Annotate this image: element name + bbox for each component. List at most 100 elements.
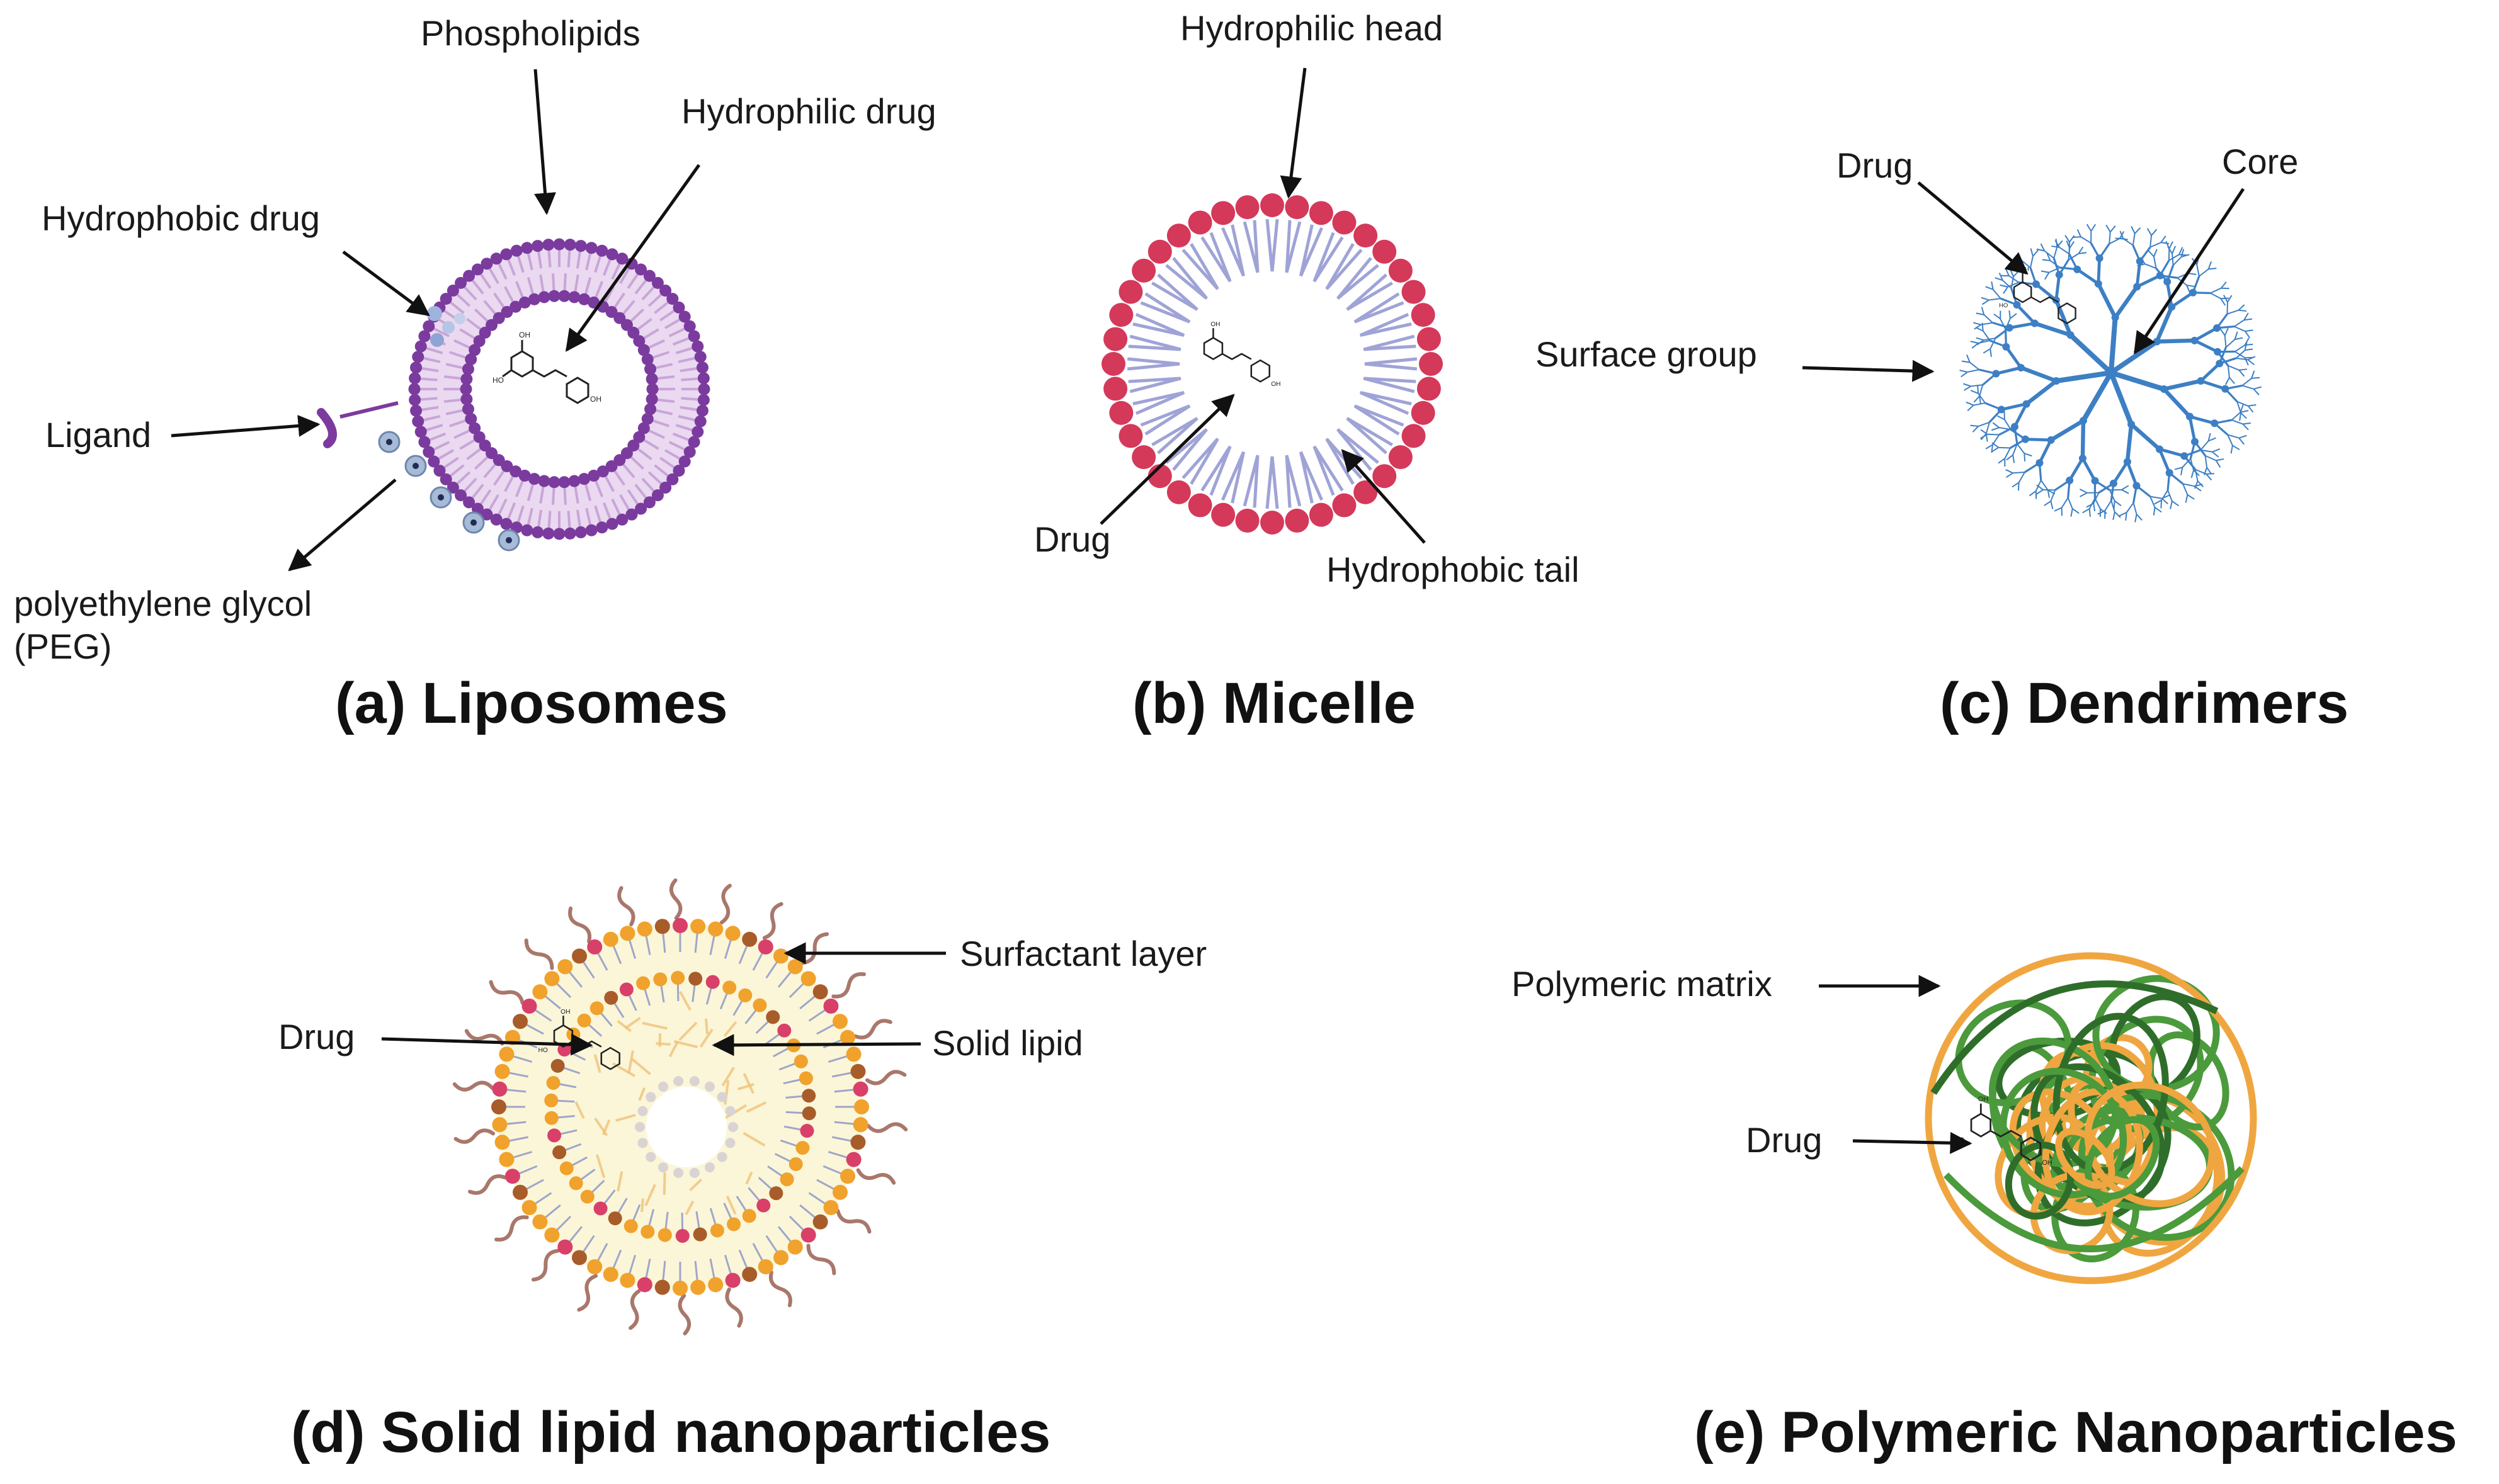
lipid-head [409, 394, 421, 406]
dendrimer-branch [2225, 377, 2230, 385]
hydrophobic-tail [1312, 232, 1344, 283]
dendrimer-branch [2044, 272, 2050, 280]
dendrimer-branch [2000, 284, 2008, 288]
dendrimer-branch [2054, 299, 2073, 336]
hydrophobic-tail [1128, 334, 1181, 351]
dendrimer-branch [1989, 339, 2007, 348]
dendrimer-branch [2194, 485, 2202, 492]
dendrimer-branch [2012, 482, 2020, 488]
dendrimer-branch [1970, 341, 1979, 344]
void-lining-bead [717, 1152, 727, 1162]
dendrimer-branch [2207, 261, 2212, 269]
dendrimer-branch [1972, 426, 1979, 433]
dendrimer-branch [2185, 494, 2189, 503]
dendrimer-branch [2114, 511, 2121, 518]
dendrimer-branch [2155, 268, 2168, 283]
dendrimer-branch [2178, 247, 2183, 255]
dendrimer-branch [1959, 370, 1968, 373]
lipid-crystal [689, 1178, 702, 1192]
dendrimer-branch [2160, 235, 2166, 243]
dendrimer-branch [2030, 248, 2034, 257]
dendrimer-branch [2044, 501, 2051, 506]
dendrimer-branch [2008, 310, 2011, 319]
hydrophobic-tail [1353, 292, 1404, 324]
lipid-head [623, 1219, 638, 1233]
dendrimer-branch [2214, 422, 2229, 436]
dendrimer-branch [2005, 469, 2013, 474]
lipid-crystal [627, 1050, 634, 1073]
lipid-head [722, 980, 737, 995]
lipid-head [673, 301, 685, 314]
dendrimer-branch [2159, 448, 2185, 458]
surfactant-head [513, 1014, 528, 1029]
dendrimer-branch [2231, 411, 2241, 421]
hydrophilic-head-bead [1101, 352, 1125, 376]
lipid-head [585, 524, 598, 536]
surfactant-head [544, 971, 560, 987]
dendrimer-branch [2239, 412, 2242, 421]
dendrimer-branch [2136, 514, 2143, 521]
hydrophobic-tail [1265, 218, 1279, 272]
hydrophobic-tail [1359, 313, 1412, 337]
dendrimer-branch [2109, 339, 2158, 375]
dendrimer-branch [2149, 235, 2153, 247]
dendrimer-branch [2172, 253, 2174, 266]
lipid-head [608, 1211, 622, 1226]
lipid-head [409, 372, 421, 385]
dendrimer-branch [2068, 333, 2113, 375]
dendrimer-branch [2167, 246, 2173, 254]
dendrimer-branch [2049, 267, 2061, 273]
dendrimer-branch [2241, 378, 2252, 387]
surfactant-head [532, 1214, 548, 1230]
dendrimer-branch [2238, 438, 2245, 445]
dendrimer-branch [2188, 273, 2197, 275]
lipid-head [548, 290, 561, 302]
lipid-head [440, 293, 452, 305]
peg-chain [453, 1128, 496, 1144]
dendrimer-branch [2008, 275, 2020, 283]
lipid-crystal [574, 1101, 585, 1119]
dendrimer-branch [1972, 322, 1981, 326]
lipid-head [596, 465, 609, 478]
dendrimer-branch [2132, 233, 2136, 246]
void-lining-bead [646, 1152, 656, 1162]
dendrimer-branch [2206, 473, 2214, 475]
void-lining-bead [673, 1076, 684, 1087]
dendrimer-branch [2004, 448, 2011, 459]
lipid-crystal [668, 1040, 680, 1058]
lipid-head [673, 465, 685, 477]
dendrimer-branch [2166, 264, 2175, 282]
dendrimer-branch [2200, 449, 2212, 453]
peg-chain [489, 980, 525, 1005]
dendrimer-branch [1987, 433, 2000, 436]
dendrimer-branch [2132, 502, 2138, 515]
hydrophilic-head-bead [1119, 280, 1143, 304]
dendrimer-branch [2051, 245, 2060, 248]
dendrimer-branch [2212, 451, 2219, 458]
hydrophobic-tail [1243, 220, 1260, 273]
polymer-strand [2084, 1081, 2216, 1208]
hydrophilic-head-bead [1147, 239, 1172, 264]
void-lining-bead [717, 1092, 727, 1102]
lipid-head [462, 363, 474, 375]
peg-chain [853, 1019, 892, 1039]
dendrimer-branch [2167, 490, 2173, 502]
dendrimer-branch [2245, 348, 2253, 351]
dendrimer-branch [2015, 303, 2036, 325]
dendrimer-branch [2161, 494, 2170, 499]
lipid-head [802, 1106, 816, 1121]
hydrophobic-tail [1200, 232, 1232, 283]
hydrophobic-tail [1165, 257, 1208, 300]
dendrimer-branch [2132, 485, 2138, 504]
lipid-head [490, 513, 503, 526]
dendrimer-branch [2044, 250, 2054, 259]
dendrimer-branch [1995, 366, 2022, 375]
title-polymeric-nanoparticles: (e) Polymeric Nanoparticles [1694, 1400, 2457, 1464]
lipid-head [463, 496, 475, 509]
dendrimer-branch [2218, 347, 2227, 364]
dendrimer-branch [2067, 497, 2073, 509]
lipid-head [643, 269, 656, 282]
dendrimer-branch [2227, 295, 2233, 303]
dendrimer-branch [2086, 224, 2092, 232]
dendrimer-branch [2134, 514, 2138, 523]
